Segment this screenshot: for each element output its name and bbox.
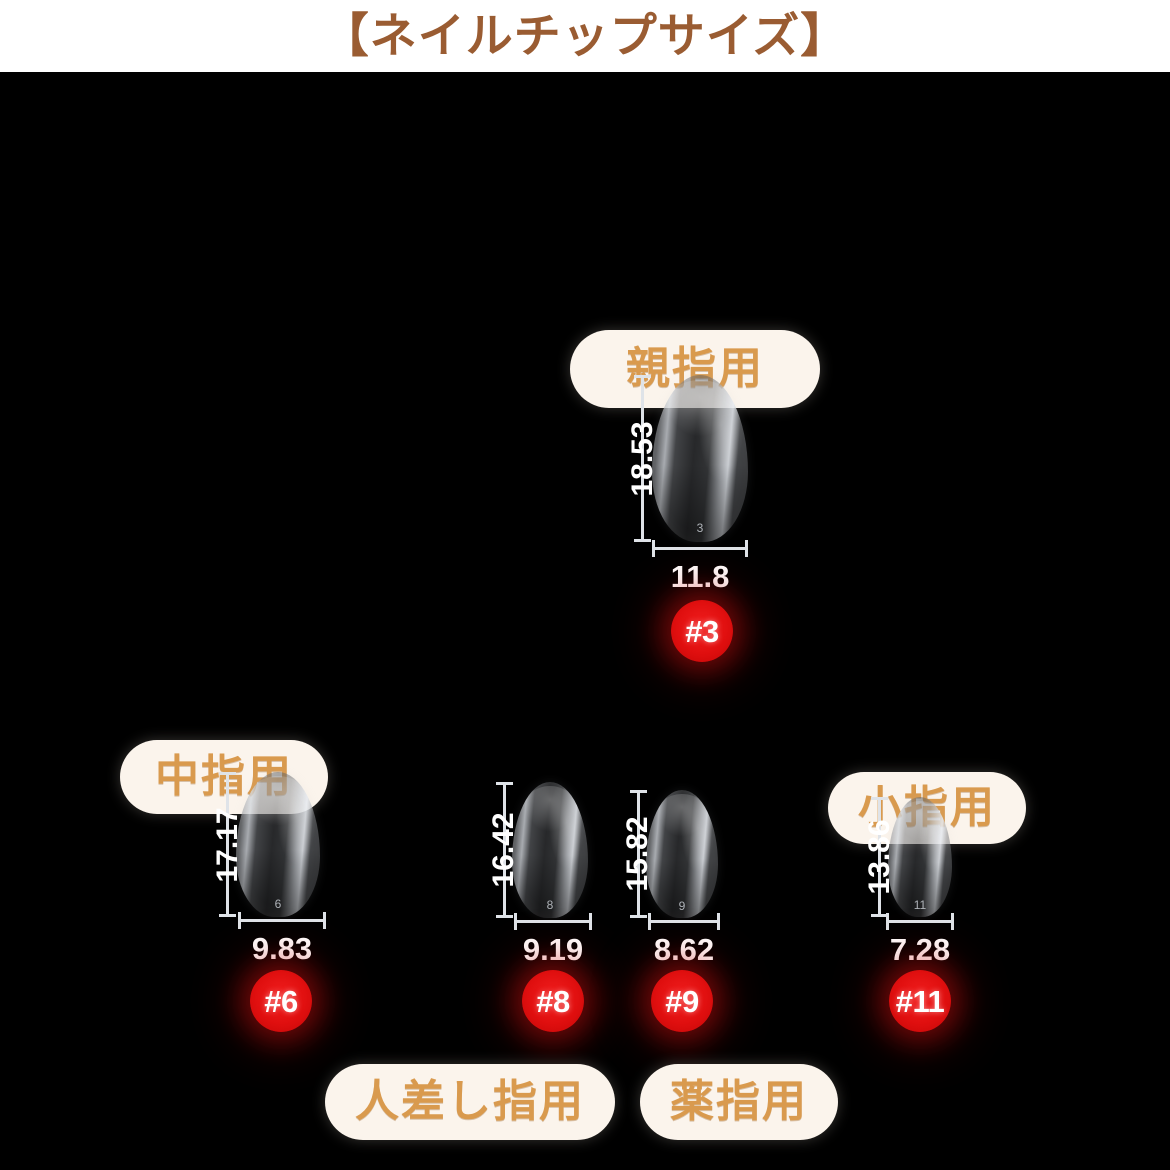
nail-chip-pinky-mark: 11 [913,898,927,912]
dimension-label-width-pinky: 7.28 [889,932,951,967]
dimension-label-length-index: 16.42 [487,812,520,888]
nail-chip-thumb-mark: 3 [696,520,704,535]
dimension-line-vertical-index [496,782,513,918]
nail-chip-index-mark: 8 [546,898,554,913]
label-pill-ring: 薬指用 [640,1064,838,1140]
dimension-label-width-thumb: 11.8 [670,559,730,594]
nail-chip-pinky: 11 [888,797,952,917]
nail-chip-middle: 6 [236,772,320,917]
dimension-line-vertical-middle [219,772,236,917]
dimension-line-vertical-thumb [634,375,651,542]
size-badge-pinky: #11 [889,970,951,1032]
dimension-label-width-index: 9.19 [522,932,584,967]
label-pill-index-text: 人差し指用 [355,1076,585,1127]
dimension-line-horizontal-thumb [652,540,748,557]
dimension-label-length-thumb: 18.53 [626,421,659,497]
dimension-label-length-ring: 15.82 [621,816,654,892]
dimension-label-width-middle: 9.83 [251,931,313,966]
dimension-line-vertical-pinky [871,797,888,917]
size-badge-middle-text: #6 [264,983,298,1019]
dimension-line-horizontal-index [514,913,592,930]
nail-chip-ring: 9 [646,790,718,918]
nail-chip-index: 8 [512,782,588,918]
page-title: 【ネイルチップサイズ】 [321,8,849,64]
size-badge-thumb: #3 [671,600,733,662]
size-badge-middle: #6 [250,970,312,1032]
size-badge-index-text: #8 [536,983,570,1019]
size-badge-thumb-text: #3 [685,613,719,649]
dimension-label-width-ring: 8.62 [653,932,715,967]
nail-chart-stage: 親指用 3 18.53 11.8 #3 中指用 6 17.17 9.83 [0,72,1170,1170]
label-pill-index: 人差し指用 [325,1064,615,1140]
nail-chip-thumb: 3 [652,375,748,542]
dimension-line-horizontal-ring [648,913,720,930]
dimension-line-horizontal-middle [238,912,326,929]
dimension-label-length-middle: 17.17 [211,807,244,883]
size-badge-ring: #9 [651,970,713,1032]
page-header: 【ネイルチップサイズ】 [0,0,1170,72]
label-pill-ring-text: 薬指用 [670,1076,808,1127]
dimension-line-vertical-ring [630,790,647,918]
dimension-line-horizontal-pinky [886,913,954,930]
nail-chip-middle-mark: 6 [274,896,282,911]
size-badge-index: #8 [522,970,584,1032]
size-badge-pinky-text: #11 [895,983,945,1019]
size-badge-ring-text: #9 [665,983,699,1019]
nail-chip-ring-mark: 9 [678,898,686,913]
